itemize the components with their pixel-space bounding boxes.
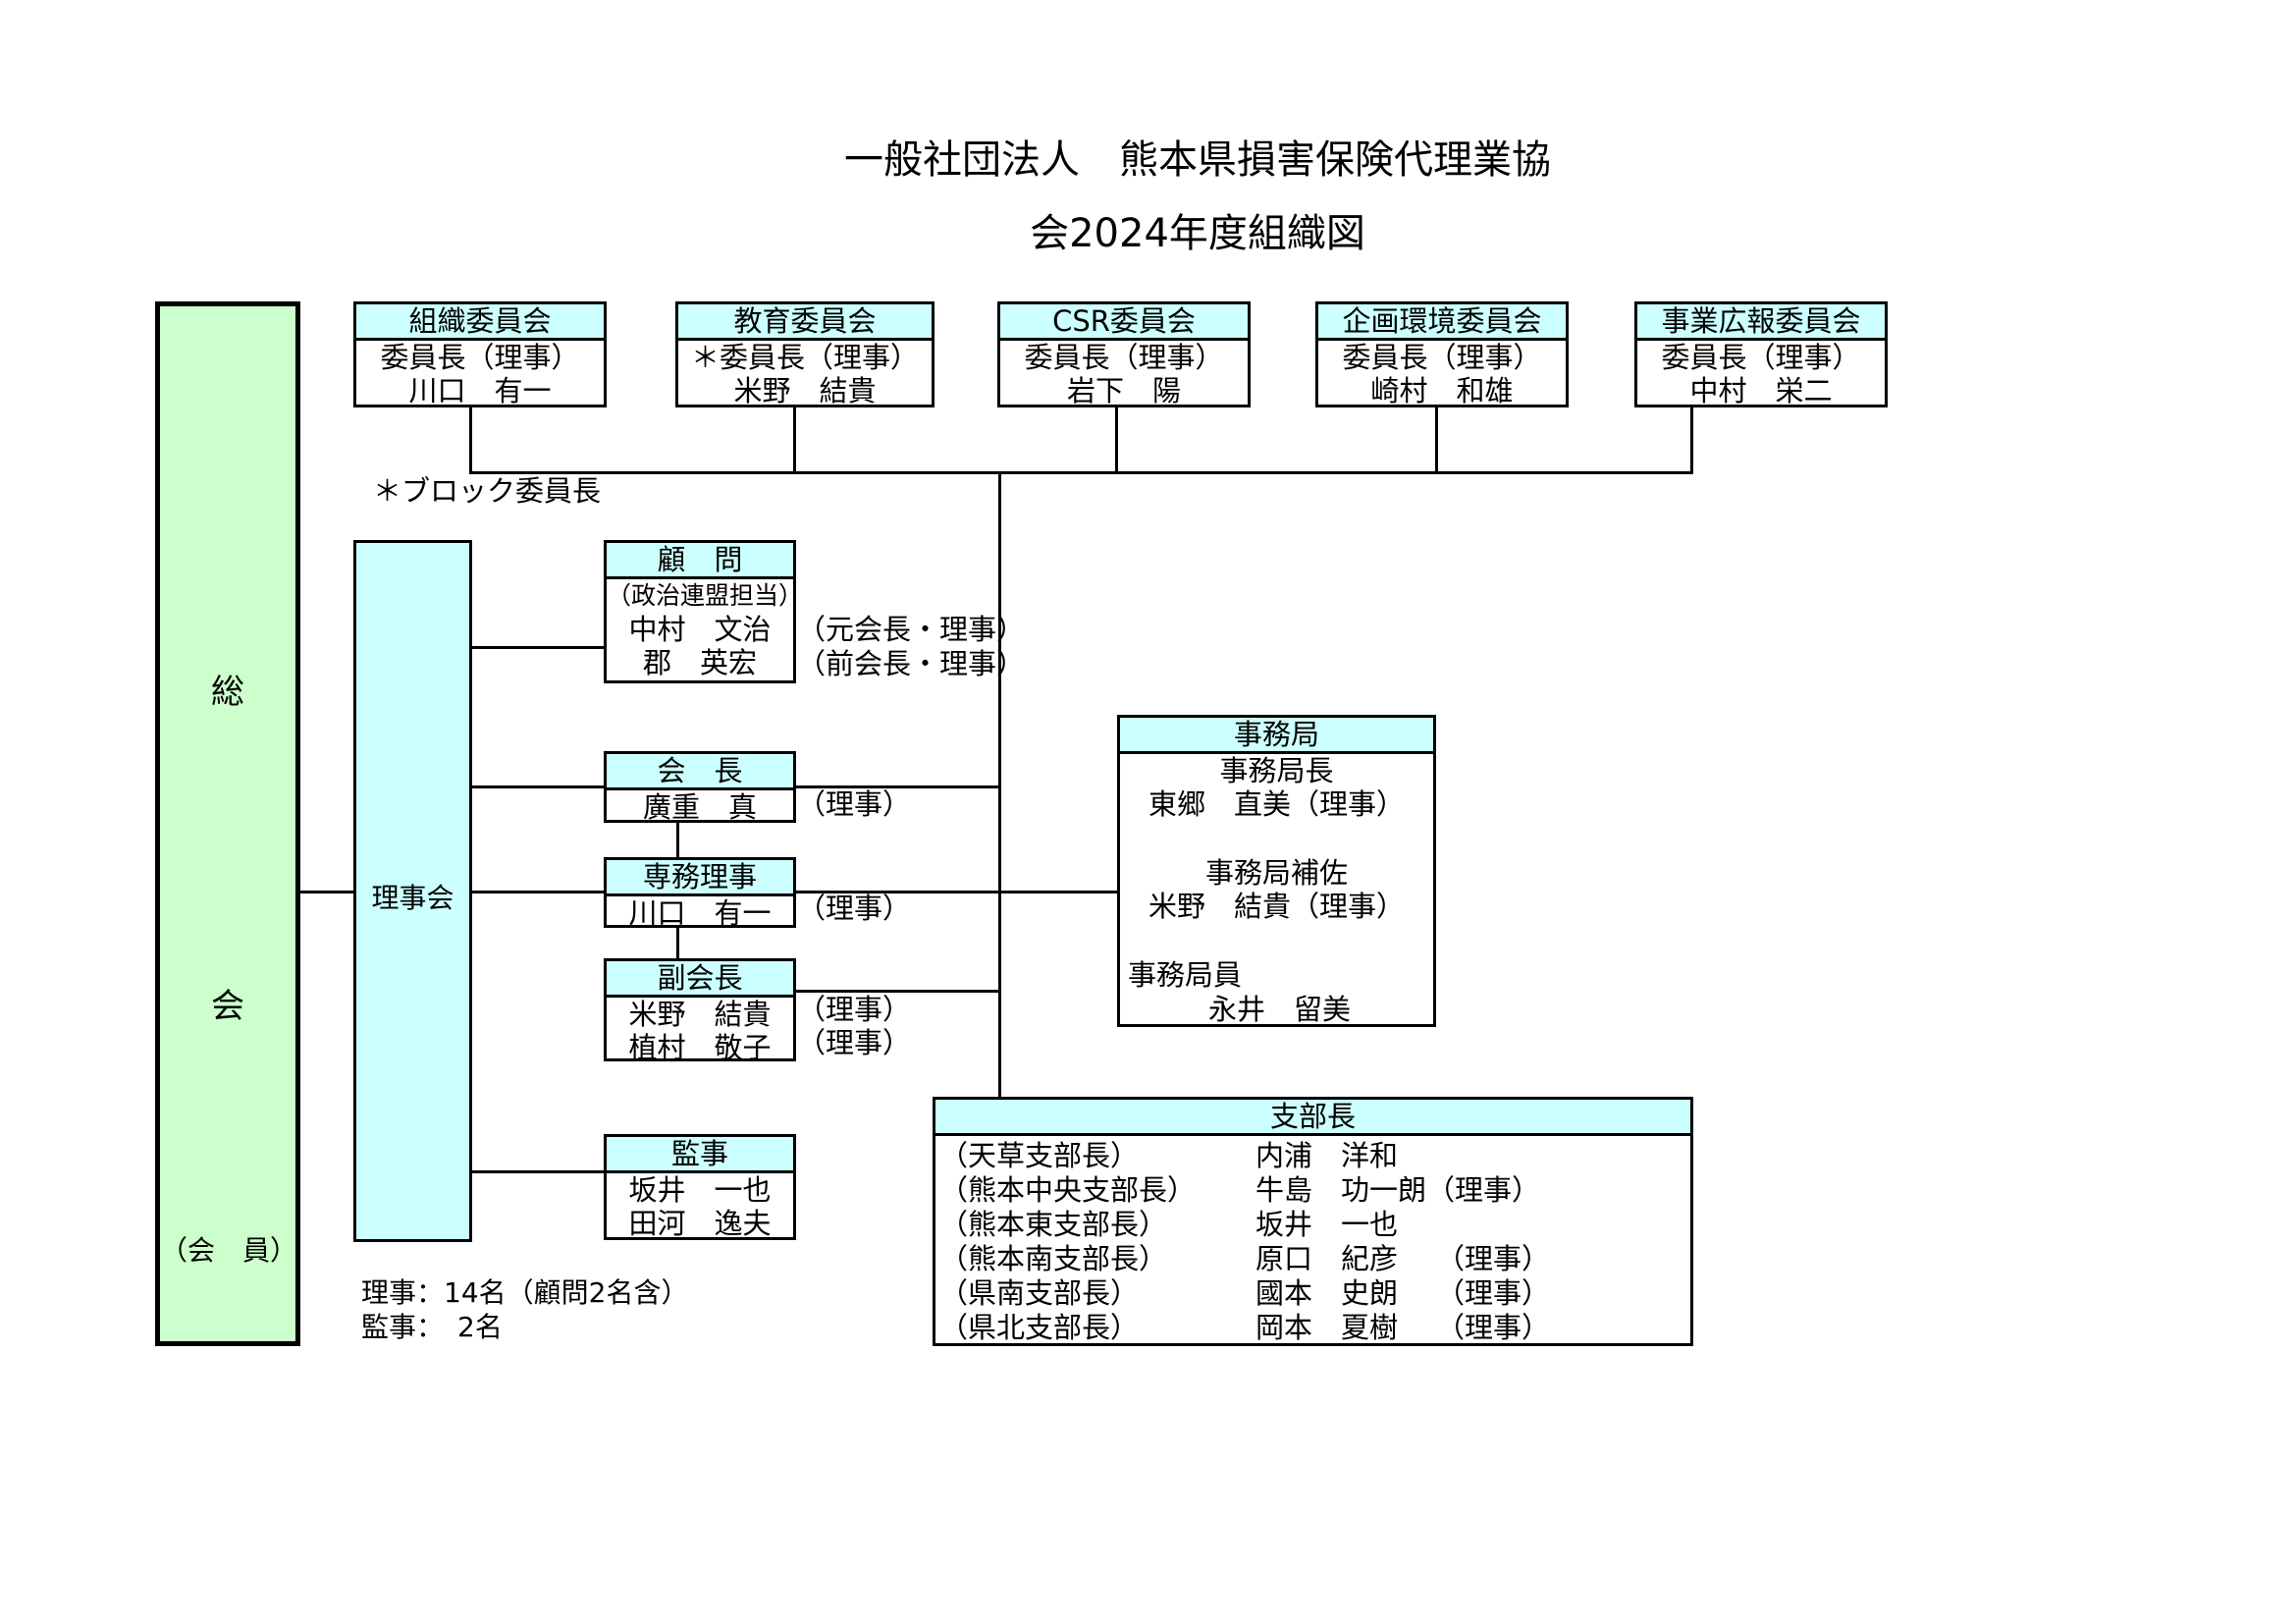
advisor-note: （元会長・理事） [797, 613, 1026, 646]
page-title-line1: 一般社団法人 熊本県損害保険代理業協 [844, 137, 1551, 183]
page-title-line2: 会2024年度組織図 [1030, 211, 1365, 256]
committee-box: 事業広報委員会 委員長（理事） 中村 栄二 [1634, 301, 1888, 407]
connector-line [676, 823, 679, 857]
committee-name: 事業広報委員会 [1637, 304, 1885, 341]
committee-box: CSR委員会 委員長（理事） 岩下 陽 [997, 301, 1251, 407]
connector-line [300, 891, 353, 893]
secretariat-staff-label: 事務局員 [1128, 958, 1243, 992]
committee-person: 川口 有一 [408, 374, 552, 407]
advisor-person: 郡 英宏 [642, 646, 757, 679]
connector-line [469, 407, 472, 474]
advisor-person: 中村 文治 [628, 613, 772, 646]
secretariat-box: 事務局 事務局長 東郷 直美（理事） 事務局補佐 米野 結貴（理事） 事務局員 … [1117, 715, 1436, 1027]
branch-name: （熊本南支部長） [939, 1242, 1168, 1275]
vice-president-title: 副会長 [607, 961, 793, 998]
managing-director-title: 専務理事 [607, 860, 793, 896]
committee-name: 組織委員会 [356, 304, 604, 341]
branch-person: 坂井 一也 [1255, 1208, 1399, 1241]
committee-box: 組織委員会 委員長（理事） 川口 有一 [353, 301, 607, 407]
branch-person: 牛島 功一朗（理事） [1255, 1173, 1541, 1207]
branch-name: （県北支部長） [939, 1311, 1140, 1344]
secretariat-assistant-label: 事務局補佐 [1204, 856, 1348, 890]
committee-name: 企画環境委員会 [1318, 304, 1566, 341]
auditor-title: 監事 [607, 1137, 793, 1173]
advisor-title: 顧 問 [607, 543, 793, 579]
committee-role: ＊委員長（理事） [690, 341, 919, 374]
branch-person: 内浦 洋和 [1255, 1139, 1399, 1172]
president-title: 会 長 [607, 754, 793, 790]
connector-line [676, 928, 679, 958]
block-committee-note: ＊ブロック委員長 [373, 474, 602, 508]
branch-person: 原口 紀彦 [1255, 1242, 1399, 1275]
president-box: 会 長 廣重 真 [604, 751, 796, 824]
vice-president-person: 米野 結貴 [628, 998, 772, 1031]
auditor-person: 田河 逸夫 [628, 1207, 772, 1240]
connector-line [793, 407, 796, 474]
connector-line [472, 785, 604, 788]
managing-director-box: 専務理事 川口 有一 [604, 857, 796, 930]
committee-name: 教育委員会 [678, 304, 932, 341]
branch-name: （熊本東支部長） [939, 1208, 1168, 1241]
advisor-note: （前会長・理事） [797, 647, 1026, 680]
president-person: 廣重 真 [642, 790, 757, 824]
branch-person: 國本 史朗 [1255, 1276, 1399, 1310]
connector-line [472, 891, 604, 893]
committee-person: 中村 栄二 [1689, 374, 1833, 407]
committee-role: 委員長（理事） [1342, 341, 1542, 374]
vice-president-box: 副会長 米野 結貴 植村 敬子 [604, 958, 796, 1064]
auditor-box: 監事 坂井 一也 田河 逸夫 [604, 1134, 796, 1240]
vice-president-person: 植村 敬子 [628, 1031, 772, 1064]
general-assembly-char1: 総 [211, 673, 244, 712]
committee-box: 教育委員会 ＊委員長（理事） 米野 結貴 [675, 301, 934, 407]
connector-line [472, 1170, 604, 1173]
branch-note: （理事） [1436, 1276, 1551, 1310]
secretariat-staff-person: 永井 留美 [1208, 993, 1352, 1026]
committee-role: 委員長（理事） [1024, 341, 1224, 374]
connector-line [1690, 407, 1693, 474]
auditor-count: 監事： 2名 [361, 1311, 503, 1343]
committee-role: 委員長（理事） [1661, 341, 1861, 374]
branch-managers-title: 支部長 [935, 1100, 1690, 1136]
committee-person: 米野 結貴 [733, 374, 877, 407]
general-assembly-char2: 会 [211, 987, 244, 1026]
general-assembly-box: 総 会 （会 員） [155, 301, 300, 1346]
secretariat-head-person: 東郷 直美（理事） [1148, 787, 1405, 821]
connector-line [796, 990, 999, 993]
connector-line [472, 646, 604, 649]
vice-president-note: （理事） [797, 1026, 912, 1059]
branch-note: （理事） [1436, 1311, 1551, 1344]
branch-name: （県南支部長） [939, 1276, 1140, 1310]
connector-line [1435, 407, 1438, 474]
committee-name: CSR委員会 [1000, 304, 1248, 341]
secretariat-assistant-person: 米野 結貴（理事） [1148, 890, 1405, 923]
managing-director-person: 川口 有一 [628, 896, 772, 930]
branch-name: （熊本中央支部長） [939, 1173, 1197, 1207]
branch-note: （理事） [1436, 1242, 1551, 1275]
branch-name: （天草支部長） [939, 1139, 1140, 1172]
board-of-directors-box: 理事会 [353, 540, 472, 1242]
director-count: 理事：14名（顧問2名含） [361, 1276, 689, 1309]
committee-person: 崎村 和雄 [1370, 374, 1514, 407]
branch-person: 岡本 夏樹 [1255, 1311, 1399, 1344]
connector-line [469, 471, 1693, 474]
secretariat-head-label: 事務局長 [1219, 754, 1334, 787]
auditor-person: 坂井 一也 [628, 1173, 772, 1207]
committee-role: 委員長（理事） [380, 341, 580, 374]
connector-line [796, 891, 1117, 893]
connector-line [796, 785, 999, 788]
advisor-box: 顧 問 （政治連盟担当） 中村 文治 郡 英宏 [604, 540, 804, 683]
advisor-subtitle: （政治連盟担当） [607, 581, 804, 610]
secretariat-title: 事務局 [1120, 718, 1433, 754]
board-of-directors-label: 理事会 [371, 882, 454, 914]
committee-person: 岩下 陽 [1066, 374, 1181, 407]
general-assembly-members: （会 員） [160, 1234, 298, 1267]
managing-director-note: （理事） [797, 892, 912, 925]
committee-box: 企画環境委員会 委員長（理事） 崎村 和雄 [1315, 301, 1569, 407]
connector-line [1115, 407, 1118, 474]
branch-managers-box: 支部長 （天草支部長） 内浦 洋和 （熊本中央支部長） 牛島 功一朗（理事） （… [933, 1097, 1693, 1346]
president-note: （理事） [797, 787, 912, 821]
connector-line [998, 471, 1001, 1100]
vice-president-note: （理事） [797, 993, 912, 1026]
